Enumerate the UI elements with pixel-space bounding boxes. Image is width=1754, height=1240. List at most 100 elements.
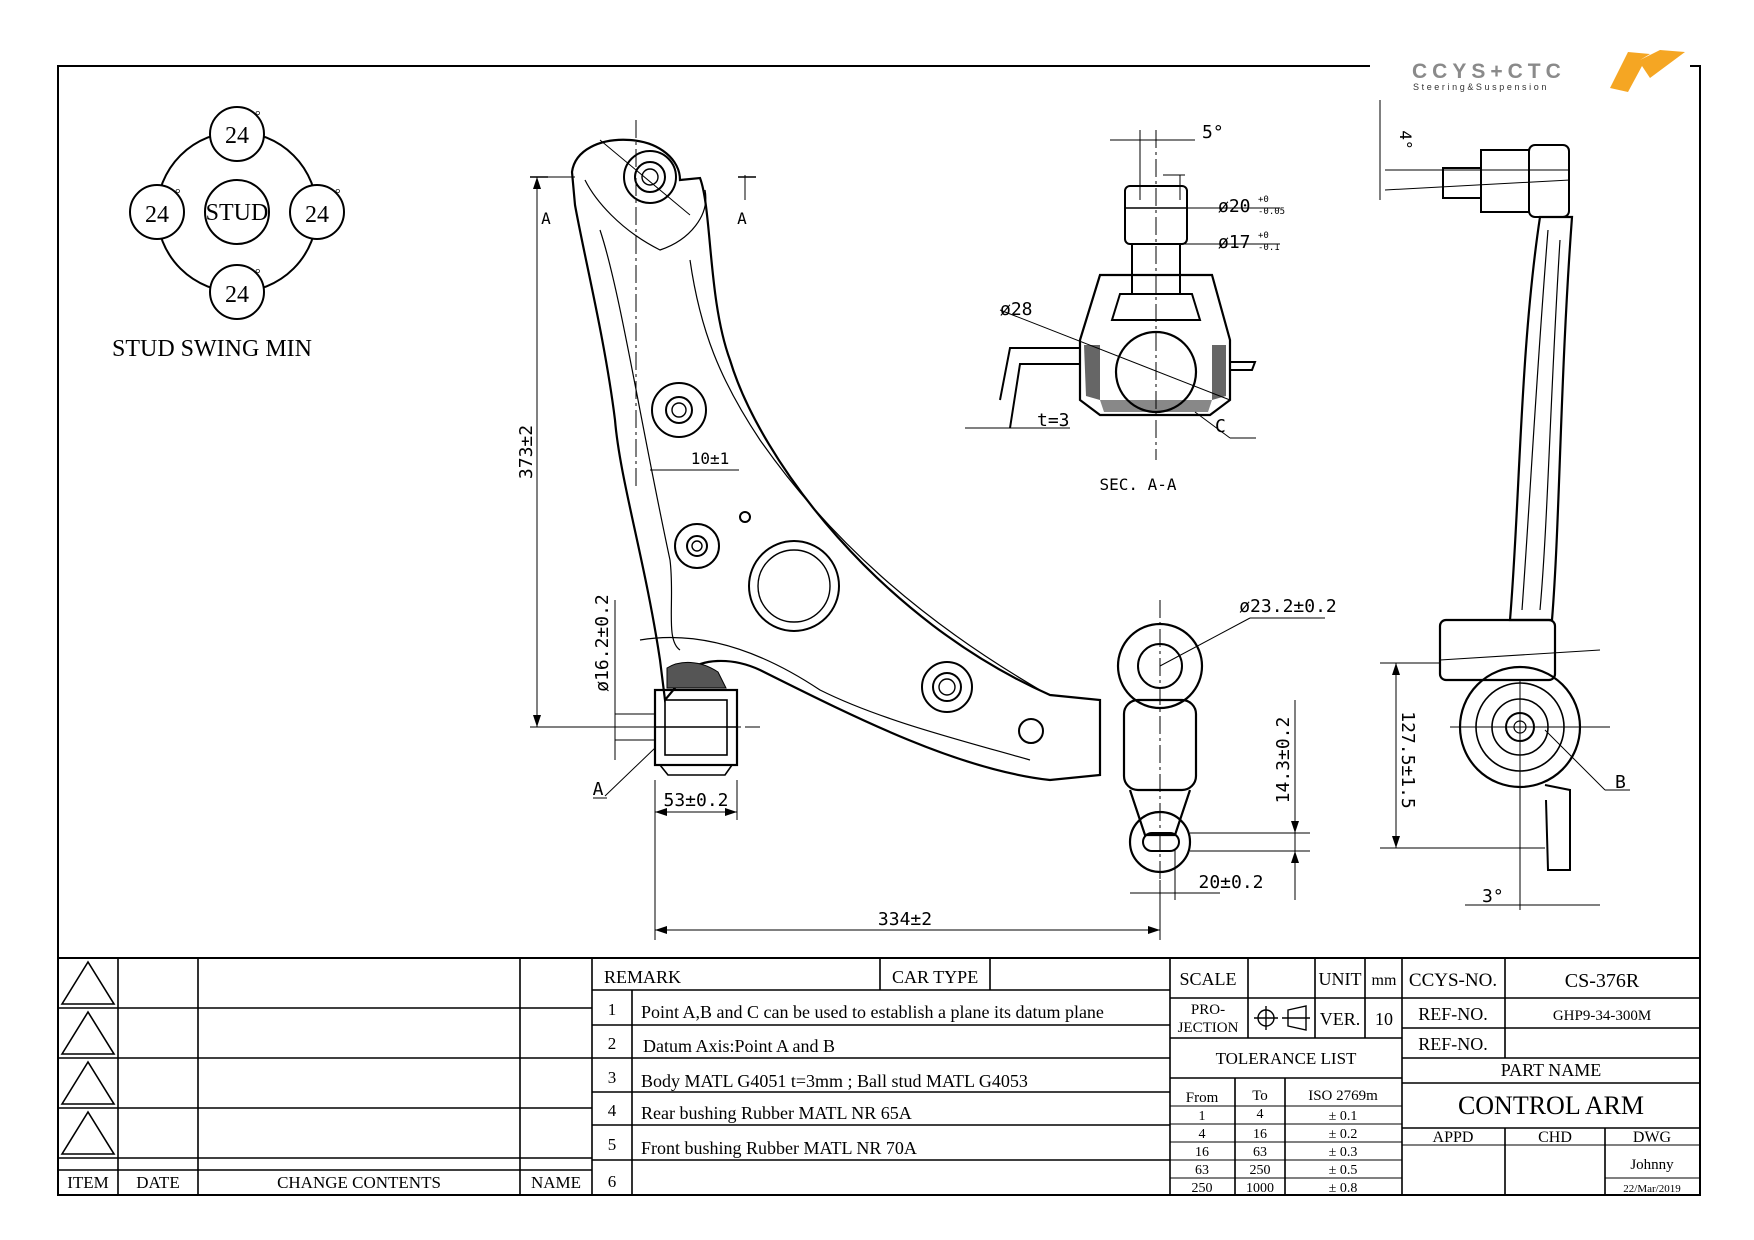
- arm-outline: [570, 138, 1102, 782]
- svg-text:4: 4: [1199, 1127, 1206, 1142]
- title-block: ITEM DATE CHANGE CONTENTS NAME REMARK CA…: [57, 957, 1701, 1196]
- svg-text:1: 1: [1199, 1109, 1206, 1124]
- rev-name-header: NAME: [531, 1173, 581, 1192]
- svg-text:°: °: [175, 187, 181, 202]
- svg-text:4: 4: [1257, 1107, 1264, 1122]
- bushing-hatch: [666, 662, 727, 689]
- dim-vertical-14: 14.3±0.2: [1273, 717, 1294, 804]
- stud-swing-diagram: STUD 24 24 24 24 ° ° ° ° STUD SWING MIN: [112, 106, 345, 362]
- svg-text:3: 3: [608, 1068, 617, 1087]
- stud-circle-center: [204, 179, 270, 245]
- svg-text:5: 5: [608, 1135, 617, 1154]
- sec-title: SEC. A-A: [1099, 475, 1176, 494]
- svg-text:1000: 1000: [1246, 1181, 1274, 1196]
- company-logo: CCYS+CTC Steering&Suspension: [1412, 50, 1685, 92]
- stud-right-value: 24: [305, 202, 329, 228]
- stud-label: STUD: [206, 200, 269, 226]
- svg-text:4: 4: [608, 1101, 617, 1120]
- rev-change-header: CHANGE CONTENTS: [277, 1173, 441, 1192]
- stud-circle-bottom: [209, 264, 265, 320]
- ref-no-value: GHP9-34-300M: [1553, 1008, 1651, 1024]
- remark-2: Datum Axis:Point A and B: [643, 1036, 835, 1056]
- unit-value: mm: [1372, 972, 1397, 989]
- dim-bushing-dia: ø16.2±0.2: [592, 594, 613, 692]
- stud-top-value: 24: [225, 123, 249, 149]
- side-point-b: B: [1615, 772, 1626, 793]
- drawn-date: 22/Mar/2019: [1623, 1183, 1681, 1195]
- side-angle-bottom: 3°: [1482, 886, 1504, 907]
- side-view: 4° 127.5±1.5 B 3°: [1379, 100, 1630, 910]
- projection-symbol-icon: [1254, 1005, 1310, 1031]
- ccys-no-label: CCYS-NO.: [1409, 970, 1497, 991]
- svg-text:JECTION: JECTION: [1178, 1020, 1239, 1036]
- svg-text:6: 6: [608, 1172, 617, 1191]
- svg-text:+0: +0: [1258, 195, 1269, 205]
- chd-label: CHD: [1538, 1129, 1572, 1146]
- sec-dia-20: ø20: [1218, 196, 1251, 217]
- sec-dia-28: ø28: [1000, 299, 1033, 320]
- svg-text:16: 16: [1253, 1127, 1267, 1142]
- ref-no-label: REF-NO.: [1418, 1004, 1488, 1024]
- svg-text:°: °: [255, 109, 261, 124]
- ref-no-label-2: REF-NO.: [1418, 1034, 1488, 1054]
- point-a-label: A: [593, 779, 604, 800]
- remark-4: Rear bushing Rubber MATL NR 65A: [641, 1103, 912, 1123]
- svg-text:2: 2: [608, 1034, 617, 1053]
- rev-date-header: DATE: [136, 1173, 179, 1192]
- svg-text:°: °: [255, 267, 261, 282]
- car-type-label: CAR TYPE: [892, 967, 978, 987]
- sec-thickness: t=3: [1037, 410, 1070, 431]
- stud-bottom-value: 24: [225, 282, 249, 308]
- part-name-value: CONTROL ARM: [1458, 1091, 1644, 1120]
- remark-1: Point A,B and C can be used to establish…: [641, 1002, 1104, 1022]
- dim-bushing-length: 53±0.2: [663, 790, 728, 811]
- stud-circle-top: [209, 106, 265, 162]
- remark-5: Front bushing Rubber MATL NR 70A: [641, 1138, 917, 1158]
- svg-text:PRO-: PRO-: [1191, 1002, 1225, 1018]
- logo-swoosh-icon: [1610, 50, 1685, 92]
- sec-point-c: C: [1215, 416, 1226, 437]
- part-name-label: PART NAME: [1501, 1060, 1601, 1080]
- remark-label: REMARK: [604, 967, 681, 987]
- side-angle-top: 4°: [1396, 130, 1415, 149]
- svg-text:From: From: [1186, 1090, 1219, 1106]
- stud-circle-right: [289, 184, 345, 240]
- svg-text:250: 250: [1192, 1181, 1213, 1196]
- stud-swing-caption: STUD SWING MIN: [112, 336, 312, 362]
- svg-text:± 0.3: ± 0.3: [1329, 1145, 1358, 1160]
- logo-tagline: Steering&Suspension: [1413, 82, 1549, 92]
- sec-dia-17: ø17: [1218, 232, 1251, 253]
- unit-label: UNIT: [1319, 969, 1362, 989]
- svg-text:A: A: [541, 209, 551, 228]
- drawn-by: Johnny: [1630, 1157, 1674, 1173]
- svg-text:250: 250: [1250, 1163, 1271, 1178]
- remark-3: Body MATL G4051 t=3mm ; Ball stud MATL G…: [641, 1071, 1028, 1091]
- svg-text:± 0.2: ± 0.2: [1329, 1127, 1358, 1142]
- scale-label: SCALE: [1179, 969, 1236, 989]
- control-arm-main-view: A A 373±2 10±1 ø16.2±0.2 53±0.2 334±2 ø2…: [516, 120, 1337, 940]
- stud-left-value: 24: [145, 202, 169, 228]
- ver-label: VER.: [1320, 1009, 1361, 1029]
- dim-height-373: 373±2: [516, 425, 537, 479]
- svg-text:± 0.1: ± 0.1: [1329, 1109, 1358, 1124]
- appd-label: APPD: [1433, 1129, 1474, 1146]
- dim-offset-10: 10±1: [691, 449, 730, 468]
- dwg-label: DWG: [1633, 1129, 1672, 1146]
- dim-total-length: 334±2: [878, 909, 932, 930]
- revision-triangles: [60, 960, 116, 1155]
- ver-value: 10: [1375, 1009, 1393, 1029]
- rev-item-header: ITEM: [67, 1173, 109, 1192]
- svg-text:± 0.8: ± 0.8: [1329, 1181, 1358, 1196]
- svg-text:63: 63: [1253, 1145, 1267, 1160]
- svg-text:-0.05: -0.05: [1258, 207, 1285, 217]
- stud-circle-left: [129, 184, 185, 240]
- dim-horizontal-20: 20±0.2: [1198, 872, 1263, 893]
- svg-text:-0.1: -0.1: [1258, 243, 1280, 253]
- section-aa-view: 5° ø20 +0 -0.05 ø17 +0 -0.1 ø28 t=3 C SE…: [965, 122, 1285, 494]
- svg-text:1: 1: [608, 1000, 617, 1019]
- tolerance-title: TOLERANCE LIST: [1216, 1049, 1357, 1068]
- svg-text:± 0.5: ± 0.5: [1329, 1163, 1358, 1178]
- svg-text:To: To: [1252, 1088, 1268, 1104]
- logo-brand: CCYS+CTC: [1412, 60, 1566, 83]
